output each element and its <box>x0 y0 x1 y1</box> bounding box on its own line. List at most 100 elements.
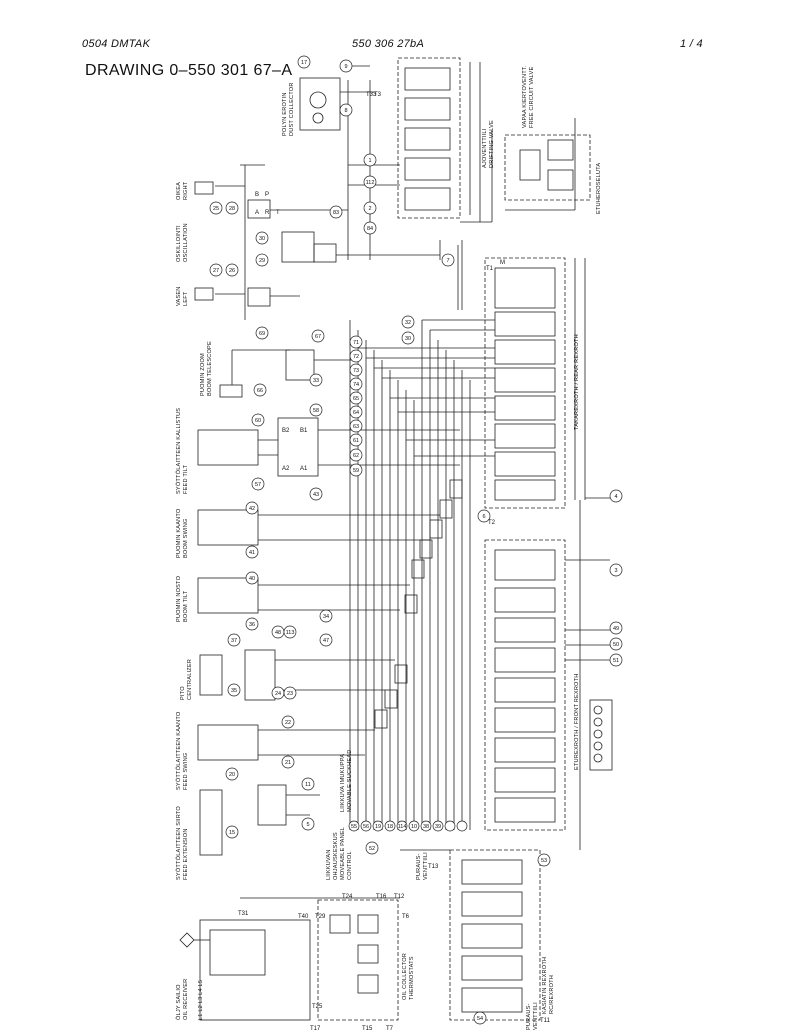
svg-text:41: 41 <box>249 550 255 556</box>
dust-collector-box <box>299 77 341 131</box>
svg-text:55: 55 <box>351 824 357 830</box>
boom-tilt-cyl <box>197 577 259 614</box>
svg-text:63: 63 <box>353 424 359 430</box>
port-t29: T29 <box>315 914 326 920</box>
svg-text:69: 69 <box>259 331 265 337</box>
svg-text:64: 64 <box>353 410 359 416</box>
svg-text:30: 30 <box>405 336 411 342</box>
boom-swing-cyl <box>197 509 259 546</box>
label-boom-tilt: PUOMIN NOSTOBOOM TILT <box>176 575 189 622</box>
svg-text:19: 19 <box>375 824 381 830</box>
svg-text:37: 37 <box>231 638 237 644</box>
svg-text:54: 54 <box>477 1016 483 1022</box>
port-t33: T33 <box>366 92 377 98</box>
svg-text:24: 24 <box>275 691 281 697</box>
port-t17: T17 <box>310 1026 321 1032</box>
port-a2: A2 <box>282 466 290 472</box>
drawing-title: DRAWING 0–550 301 67–A <box>85 62 293 79</box>
feed-extension-valve <box>257 784 287 826</box>
port-m: M <box>500 260 505 266</box>
port-t: T <box>276 210 280 216</box>
port-t3: T3 <box>374 92 382 98</box>
label-kasiatin-rexroth: KASIATIN REXROTHRC/REXROTH <box>542 957 555 1014</box>
svg-text:3: 3 <box>614 568 617 574</box>
left-cylinder <box>194 287 214 301</box>
drifting-valve-box <box>397 57 461 219</box>
svg-text:114: 114 <box>398 824 407 830</box>
label-etuheroseluta: ETUHEROSELUTA <box>596 163 602 214</box>
port-t2: T2 <box>488 520 496 526</box>
svg-text:59: 59 <box>353 468 359 474</box>
label-right: OIKEARIGHT <box>176 181 189 200</box>
port-t24: T24 <box>342 894 353 900</box>
feed-tilt-valve <box>277 417 319 477</box>
svg-text:56: 56 <box>363 824 369 830</box>
svg-text:58: 58 <box>313 408 319 414</box>
svg-text:113: 113 <box>286 630 295 636</box>
oil-receiver-box <box>199 919 311 1021</box>
svg-text:71: 71 <box>353 340 359 346</box>
port-t31: T31 <box>238 911 249 917</box>
label-boom-telescope: PUOMIN ZOOMBOOM TELESCOPE <box>200 341 213 396</box>
port-t13: T13 <box>428 864 439 870</box>
label-centralizer: PITOCENTRALIZER <box>180 659 193 700</box>
port-t15: T15 <box>362 1026 373 1032</box>
label-movable-panel: LIIKKUVANOHJAUSKESKUSMOVEABLE PANELCONTR… <box>326 827 353 880</box>
label-puraus-venttiili: PURAUS-VENTTIILI <box>416 852 429 880</box>
port-a: A <box>255 210 259 216</box>
svg-text:67: 67 <box>315 334 321 340</box>
boom-telescope-cylinder <box>219 384 243 398</box>
port-r: R <box>265 210 270 216</box>
feed-tilt-cyl <box>197 429 259 466</box>
port-a1: A1 <box>300 466 308 472</box>
svg-text:39: 39 <box>435 824 441 830</box>
oscillation-valve-mid <box>281 231 315 263</box>
label-l-ports: L1 L2 L3 L4 L5 <box>198 980 204 1020</box>
svg-text:17: 17 <box>301 60 307 66</box>
label-oil-collector: OIL COLLECTORTHERMOSTATS <box>402 953 415 1000</box>
oil-collector-box <box>317 899 399 1021</box>
port-b2: B2 <box>282 428 290 434</box>
port-t16: T16 <box>376 894 387 900</box>
svg-text:84: 84 <box>367 226 373 232</box>
label-feed-swing: SYÖTTÖLAITTEEN KAANTOFEED SWING <box>175 711 189 790</box>
svg-text:34: 34 <box>323 614 329 620</box>
svg-text:60: 60 <box>255 418 261 424</box>
svg-text:65: 65 <box>353 396 359 402</box>
free-circuit-valve-box <box>504 134 591 201</box>
svg-text:47: 47 <box>323 638 329 644</box>
svg-text:2: 2 <box>368 206 371 212</box>
port-b: B <box>255 192 259 198</box>
port-b1: B1 <box>300 428 308 434</box>
svg-text:73: 73 <box>353 368 359 374</box>
svg-text:5: 5 <box>306 822 309 828</box>
svg-text:51: 51 <box>613 658 619 664</box>
port-t12: T12 <box>394 894 405 900</box>
svg-text:61: 61 <box>353 438 359 444</box>
svg-text:4: 4 <box>614 494 617 500</box>
svg-text:25: 25 <box>213 206 219 212</box>
label-oscillation: OSKILLOINTIOSCILLATION <box>176 223 189 262</box>
svg-text:48: 48 <box>275 630 281 636</box>
svg-text:112: 112 <box>366 180 375 186</box>
label-front-rexroth: ETUREXROTH / FRONT REXROTH <box>574 674 580 770</box>
svg-text:8: 8 <box>344 108 347 114</box>
svg-text:53: 53 <box>541 858 547 864</box>
label-puraus-2: PURAUS-VENTTIILI <box>526 1002 539 1030</box>
svg-text:27: 27 <box>213 268 219 274</box>
svg-text:20: 20 <box>229 772 235 778</box>
port-t7: T7 <box>386 1026 394 1032</box>
svg-text:21: 21 <box>285 760 291 766</box>
label-oil-receiver: ÖLJY SAILIOOIL RECEIVER <box>175 979 189 1020</box>
kasiatin-rexroth-box <box>449 849 541 1021</box>
port-p: P <box>265 192 269 198</box>
svg-text:38: 38 <box>423 824 429 830</box>
svg-text:83: 83 <box>333 210 339 216</box>
centralizer-valve <box>244 649 276 701</box>
svg-text:28: 28 <box>229 206 235 212</box>
label-rear-rexroth: TAKAREXROTH / REAR REXROTH <box>574 334 580 430</box>
label-left: VASENLEFT <box>176 286 189 306</box>
svg-text:6: 6 <box>482 514 485 520</box>
svg-text:33: 33 <box>313 378 319 384</box>
